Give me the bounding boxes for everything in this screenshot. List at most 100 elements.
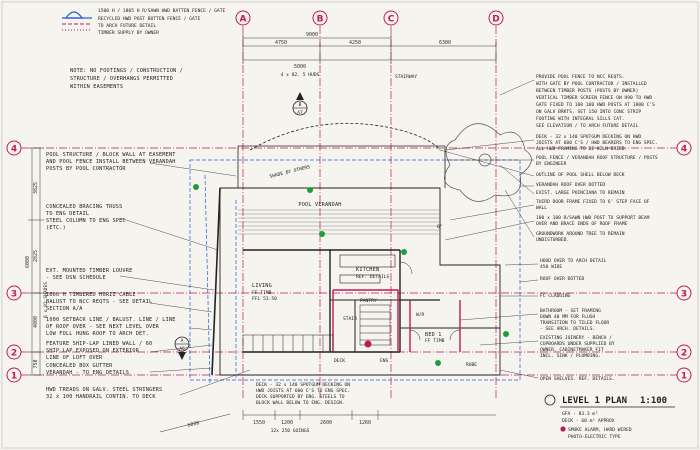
room-wir: W/R xyxy=(416,312,425,318)
svg-text:BLOCK WALL BELOW TO ENG. DESIG: BLOCK WALL BELOW TO ENG. DESIGN. xyxy=(256,400,345,406)
room-robe: ROBE xyxy=(466,362,477,368)
note-concealed-bracing: CONCEALED BRACING TRUSS TO ENG DETAIL ST… xyxy=(46,204,126,231)
svg-text:2: 2 xyxy=(681,349,687,359)
gfa-value: GFA - 83.3 m² xyxy=(562,411,598,417)
svg-text:FOOTING WITH INTEGRAL SILLS CA: FOOTING WITH INTEGRAL SILLS CAT. xyxy=(536,116,625,122)
dim-left-c: 750 xyxy=(33,359,39,368)
dim-top-c: 6300 xyxy=(439,40,451,46)
bottom-dimensions xyxy=(242,410,496,420)
dim-left-d: 4000 xyxy=(33,316,39,328)
deck-area-value: DECK - 60 m² APPROX xyxy=(562,418,615,424)
svg-text:2: 2 xyxy=(11,349,17,359)
smoke-alarm-legend-icon xyxy=(560,426,566,432)
title-block: LEVEL 1 PLAN 1:100 GFA - 83.3 m² DECK - … xyxy=(544,394,675,440)
top-dimensions xyxy=(242,34,497,64)
note-right-bathroom: BATHROOM - SET FRAMING DOWN 40 MM FOR FL… xyxy=(540,308,609,332)
internal-stair xyxy=(359,304,391,346)
svg-text:TO ENG DETAIL: TO ENG DETAIL xyxy=(46,211,89,217)
room-kitchen: KITCHEN xyxy=(356,267,379,273)
svg-text:SECTION A/A: SECTION A/A xyxy=(46,306,83,312)
grid-lines xyxy=(20,26,680,400)
svg-text:(ETC.): (ETC.) xyxy=(46,225,66,231)
svg-text:450 WIDE: 450 WIDE xyxy=(540,264,562,270)
svg-text:CUPBOARDS UNDER SUPPLIED BY: CUPBOARDS UNDER SUPPLIED BY xyxy=(540,341,615,347)
note-pool-structure: POOL STRUCTURE / BLOCK WALL AT EASEMENT … xyxy=(46,152,176,172)
dim-bottom-2: 1200 xyxy=(281,420,293,426)
svg-text:POOL FENCE / VERANDAH ROOF STR: POOL FENCE / VERANDAH ROOF STRUCTURE / P… xyxy=(536,155,658,161)
svg-text:POSTS BY POOL CONTRACTOR: POSTS BY POOL CONTRACTOR xyxy=(46,166,126,172)
svg-text:EXT. MOUNTED TIMBER LOUVRE: EXT. MOUNTED TIMBER LOUVRE xyxy=(46,268,132,274)
svg-text:BATHROOM - SET FRAMING: BATHROOM - SET FRAMING xyxy=(540,308,601,314)
svg-text:HOOD OVER TO ARCH DETAIL: HOOD OVER TO ARCH DETAIL xyxy=(540,258,607,264)
svg-text:D: D xyxy=(492,15,499,25)
door-swings xyxy=(399,261,461,341)
drawing-title: LEVEL 1 PLAN xyxy=(562,396,627,406)
note-right-pool-fence: PROVIDE POOL FENCE TO NCC REQTS. WITH GA… xyxy=(536,74,655,129)
pool-shell-outline xyxy=(249,122,441,151)
note-right-hwd-post: 100 x 100 R/SAWN HWD POST TO SUPPORT BEA… xyxy=(536,215,650,227)
legend-line-3: TO ARCH FUTURE DETAIL xyxy=(98,23,156,29)
svg-text:INCL. SINK / PLUMBING.: INCL. SINK / PLUMBING. xyxy=(540,353,601,359)
svg-text:DECK - 32 x 140 SPOTGUM DECKIN: DECK - 32 x 140 SPOTGUM DECKING ON xyxy=(256,382,350,388)
svg-text:VERANDAH - TO ENG DETAILS: VERANDAH - TO ENG DETAILS xyxy=(46,370,129,376)
legend-line-4: TIMBER SUPPLY BY OWNER xyxy=(98,30,159,36)
leader-lines-right xyxy=(439,79,539,379)
svg-text:WITH GATE BY POOL CONTRACTOR /: WITH GATE BY POOL CONTRACTOR / INSTALLED xyxy=(536,81,647,87)
note-ship-lap: FEATURE SHIP-LAP LINED WALL / 60 SHIP LA… xyxy=(46,341,152,361)
svg-text:BY ENGINEER: BY ENGINEER xyxy=(536,161,567,167)
svg-text:WITHIN EASEMENTS: WITHIN EASEMENTS xyxy=(70,84,123,90)
grid-bubble-1-right: 1 xyxy=(676,367,692,383)
note-right-third-door: THIRD DOOR FRAME FIXED TO 6' STEP FACE O… xyxy=(536,199,650,211)
note-right-tree: EXIST. LARGE POINCIANA TO REMAIN xyxy=(536,190,625,196)
svg-text:- SEE DSN SCHEDULE: - SEE DSN SCHEDULE xyxy=(46,275,106,281)
grid-bubble-3-right: 3 xyxy=(676,285,692,301)
svg-text:4: 4 xyxy=(11,145,17,155)
dim-second-2: 4 x 82. 5 HUDS xyxy=(281,72,320,78)
svg-text:ON GALV BRKTS. SET 150 INTO CO: ON GALV BRKTS. SET 150 INTO CONC STRIP xyxy=(536,109,641,115)
svg-text:POOL STRUCTURE / BLOCK WALL AT: POOL STRUCTURE / BLOCK WALL AT EASEMENT xyxy=(46,152,176,158)
note-right-deck: DECK - 32 x 140 SPOTGUM DECKING ON HWD J… xyxy=(536,134,658,152)
room-bed-sub: FF TIMB xyxy=(425,338,445,344)
grid-bubble-c: C xyxy=(383,10,399,26)
note-balustrade: 1000 H TIMBERED HORIZ CABLE BALUST TO NC… xyxy=(46,292,152,312)
note-right-roof-over: VERANDAH ROOF OVER DOTTED xyxy=(536,182,605,188)
svg-text:1: 1 xyxy=(11,372,17,382)
dim-top-b: 4250 xyxy=(349,40,361,46)
section-marker-b: B A7 xyxy=(292,92,308,116)
svg-text:EXISTING JOINERY - BENCH /: EXISTING JOINERY - BENCH / xyxy=(540,335,612,341)
svg-text:PROVIDE POOL FENCE TO NCC REQT: PROVIDE POOL FENCE TO NCC REQTS. xyxy=(536,74,625,80)
grid-bubble-3-left: 3 xyxy=(6,285,22,301)
note-right-hood: HOOD OVER TO ARCH DETAIL 450 WIDE xyxy=(540,258,607,270)
grid-bubble-4-right: 4 xyxy=(676,140,692,156)
grid-bubble-d: D xyxy=(488,10,504,26)
svg-text:DECK SUPPORTED BY ENG. STEELS: DECK SUPPORTED BY ENG. STEELS TO xyxy=(256,394,345,400)
svg-text:FEATURE SHIP-LAP LINED WALL /: FEATURE SHIP-LAP LINED WALL / 60 xyxy=(46,341,152,347)
svg-text:LINE OF LOFT OVER: LINE OF LOFT OVER xyxy=(46,355,103,361)
left-dimensions xyxy=(28,147,44,376)
room-living-sub2: FFL 53.50 xyxy=(252,296,277,302)
svg-text:OF ROOF OVER - SEE NEXT LEVEL: OF ROOF OVER - SEE NEXT LEVEL OVER xyxy=(46,324,160,330)
smoke-alarm-hardwired-icon xyxy=(364,340,372,348)
svg-text:VERTICAL TIMBER SCREEN FENCE O: VERTICAL TIMBER SCREEN FENCE ON H90 TO H… xyxy=(536,95,652,101)
svg-text:BETWEEN TIMBER POSTS (POSTS BY: BETWEEN TIMBER POSTS (POSTS BY OWNER) xyxy=(536,88,638,94)
svg-text:1000 SETBACK LINE / BALUST. LI: 1000 SETBACK LINE / BALUST. LINE / LINE xyxy=(46,317,176,323)
room-kitchen-sub: REF. DETAILS xyxy=(356,274,389,280)
dim-stairs: STAIRWAY xyxy=(395,74,417,80)
svg-text:LOW FOLL HUNG ROOF TO ARCH DET: LOW FOLL HUNG ROOF TO ARCH DET. xyxy=(46,331,149,337)
dim-left-a: 6000 xyxy=(25,256,31,268)
dim-left-f: 6 x 82 SHADES xyxy=(43,282,49,318)
legend-smoke-alarm: SMOKE ALARM, HARD WIRED xyxy=(568,427,632,433)
svg-text:3: 3 xyxy=(11,290,17,300)
drawing-scale: 1:100 xyxy=(640,396,667,406)
svg-text:OVER AND BRACE ENDS OF ROOF FR: OVER AND BRACE ENDS OF ROOF FRAME xyxy=(536,221,628,227)
svg-text:HWD JOISTS AT 600 C'S TO ENG S: HWD JOISTS AT 600 C'S TO ENG SPEC. xyxy=(256,388,350,394)
north-point-icon xyxy=(544,394,556,406)
stair-treads xyxy=(242,334,334,353)
room-bed-1: BED 1 xyxy=(425,332,442,338)
svg-text:GROUNDWORK AROUND TREE TO REMA: GROUNDWORK AROUND TREE TO REMAIN xyxy=(536,231,625,237)
note-right-open-shelves: OPEN SHELVES. REF. DETAILS. xyxy=(540,376,615,382)
svg-text:HWD TREADS ON GALV. STEEL STRI: HWD TREADS ON GALV. STEEL STRINGERS xyxy=(46,387,162,393)
note-box-gutter: CONCEALED BOX GUTTER VERANDAH - TO ENG D… xyxy=(46,363,129,376)
note-right-pool-posts: POOL FENCE / VERANDAH ROOF STRUCTURE / P… xyxy=(536,155,658,167)
